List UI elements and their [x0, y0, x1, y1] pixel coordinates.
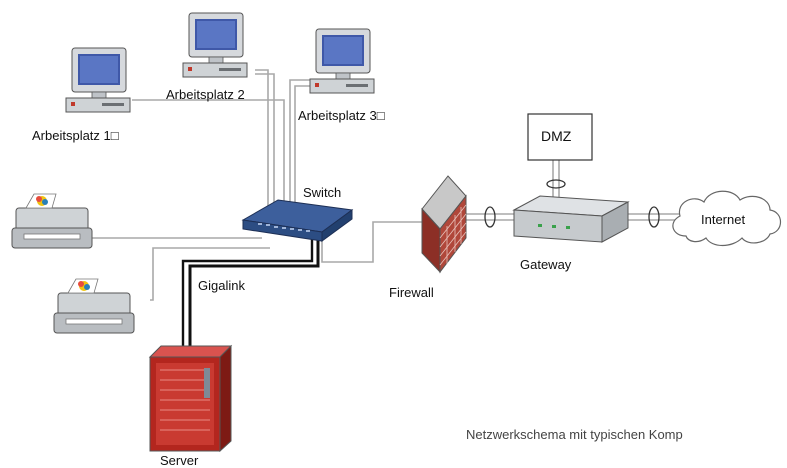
gateway-icon — [512, 195, 630, 243]
cable-printer2-switch — [150, 247, 270, 301]
cable-ws2-switch — [255, 69, 269, 212]
workstation-2-icon — [182, 12, 248, 78]
gigalink-cable-b — [181, 236, 314, 353]
dmz-label: DMZ — [541, 128, 572, 144]
cables — [92, 69, 682, 301]
firewall-icon — [421, 175, 467, 274]
workstation-3-label: Arbeitsplatz 3□ — [298, 108, 385, 123]
cable-ws1-switch — [132, 99, 285, 212]
server-icon — [148, 344, 233, 453]
printer-2-icon — [53, 278, 135, 334]
internet-label: Internet — [701, 212, 746, 227]
firewall-label: Firewall — [389, 285, 434, 300]
cable-switch-firewall — [321, 221, 425, 263]
internet-cloud-icon — [672, 190, 782, 247]
diagram-caption: Netzwerkschema mit typischen Komp — [466, 427, 683, 442]
printer-1-icon — [11, 193, 93, 249]
cable-ws2-switch-b — [255, 73, 275, 212]
ferrite-rings — [484, 179, 660, 228]
workstation-1-icon — [65, 47, 131, 113]
cable-ws3-switch — [289, 79, 312, 212]
gateway-label: Gateway — [520, 257, 572, 272]
switch-label: Switch — [303, 185, 342, 200]
workstation-2-label: Arbeitsplatz 2 — [166, 87, 245, 102]
server-label: Server — [160, 453, 199, 468]
gigalink-label: Gigalink — [198, 278, 245, 293]
gigalink-cable — [188, 236, 320, 353]
workstation-3-icon — [309, 28, 375, 94]
dmz-box-icon — [527, 113, 593, 161]
workstation-1-label: Arbeitsplatz 1□ — [32, 128, 119, 143]
switch-icon — [241, 199, 354, 242]
cable-ws3-switch-b — [294, 85, 312, 212]
